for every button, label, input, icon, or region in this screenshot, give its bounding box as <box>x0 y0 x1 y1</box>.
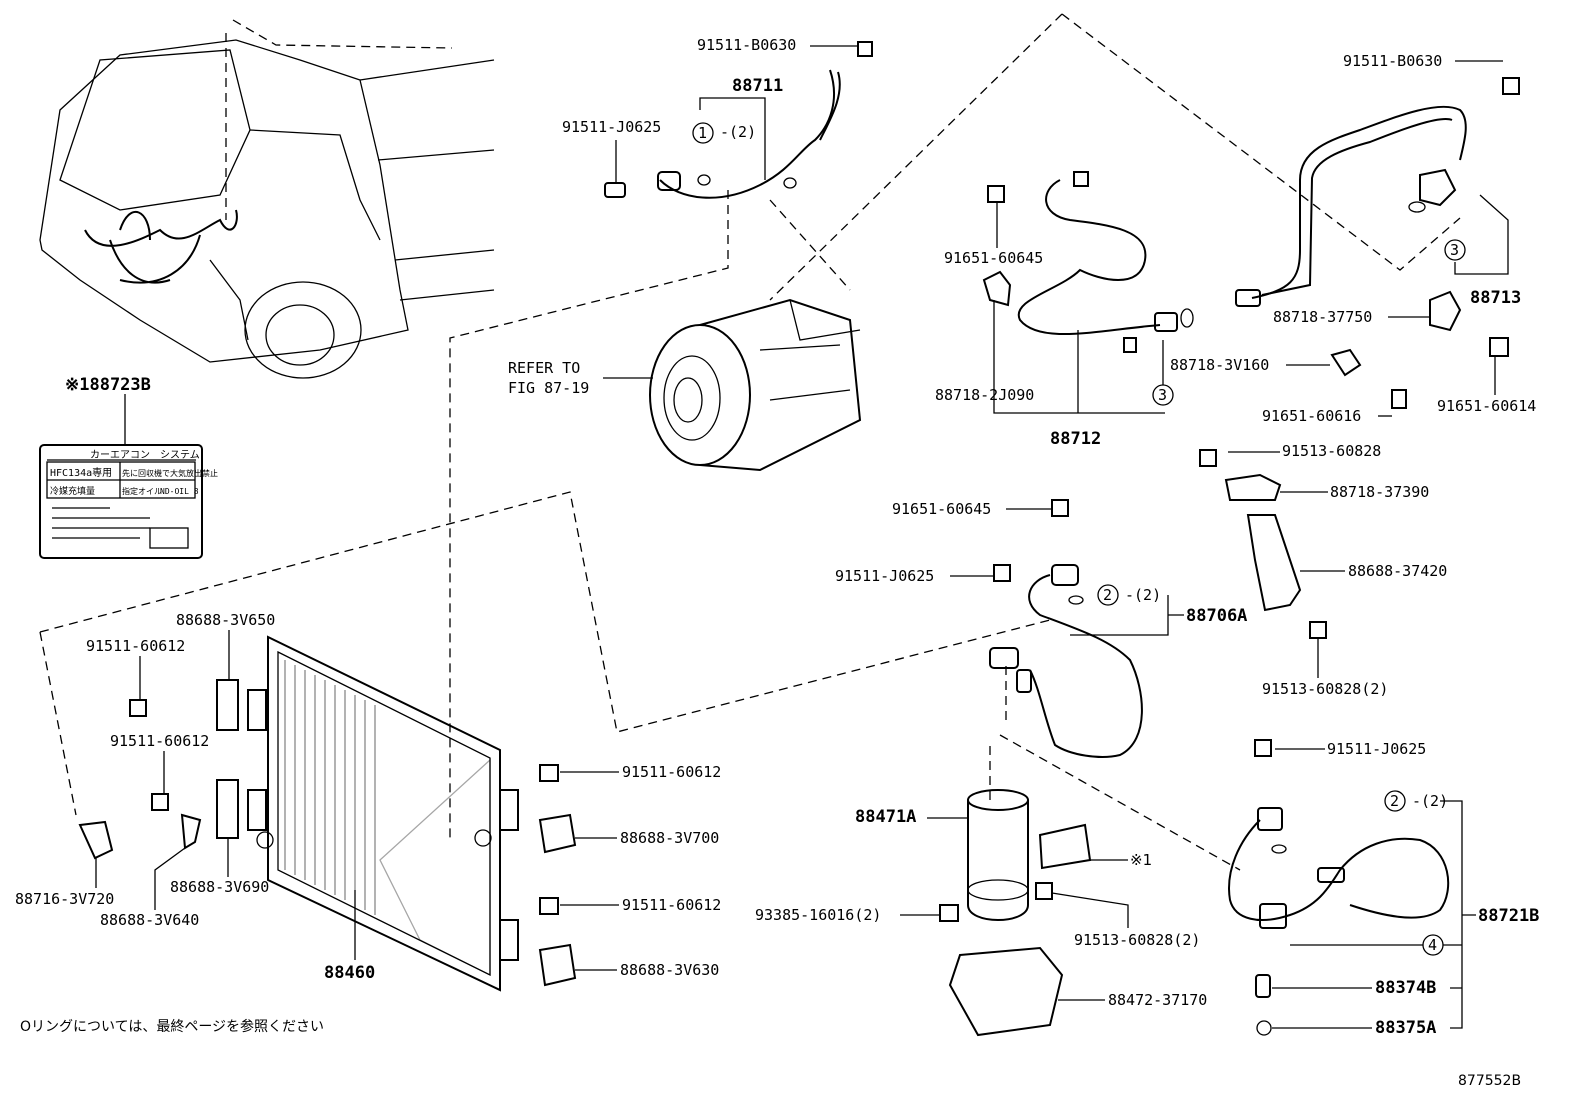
label-88723b: ※188723B <box>65 375 151 395</box>
label-refer-to: REFER TO <box>508 359 580 377</box>
label-91651-60645-b: 91651-60645 <box>892 500 991 518</box>
label-91511-b0630-a: 91511-B0630 <box>697 36 796 54</box>
hose-88711: 91511-B0630 88711 91511-J0625 1 -(2) <box>562 36 873 199</box>
label-91511-60612-b: 91511-60612 <box>110 732 209 750</box>
label-91511-j0625-c: 91511-J0625 <box>1327 740 1426 758</box>
label-91513-60828-2b: 91513-60828(2) <box>1074 931 1200 949</box>
sticker-r1: HFC134a専用 <box>50 467 112 479</box>
sticker-title: カーエアコン システム <box>90 449 200 461</box>
label-91511-j0625-a: 91511-J0625 <box>562 118 661 136</box>
hose-88712: 91651-60645 88718-2J090 88712 3 <box>935 171 1194 449</box>
label-91513-60828-2a: 91513-60828(2) <box>1262 680 1388 698</box>
label-88718-3v160: 88718-3V160 <box>1170 356 1269 374</box>
label-91511-b0630-b: 91511-B0630 <box>1343 52 1442 70</box>
label-88713: 88713 <box>1470 288 1521 308</box>
callout-3-b: 3 <box>1450 241 1459 259</box>
label-88471a: 88471A <box>855 807 916 827</box>
figure-number: 877552B <box>1458 1073 1521 1089</box>
callout-1: 1 <box>698 124 707 142</box>
label-88688-37420: 88688-37420 <box>1348 562 1447 580</box>
truck-illustration <box>39 39 495 379</box>
label-91651-60645-a: 91651-60645 <box>944 249 1043 267</box>
callout-2-b: 2 <box>1390 792 1399 810</box>
hose-88706a: 91651-60645 91511-J0625 2 -(2) 88706A <box>835 499 1247 758</box>
label-91511-j0625-b: 91511-J0625 <box>835 567 934 585</box>
label-88721b: 88721B <box>1478 906 1539 926</box>
ac-sticker: ※188723B カーエアコン システム HFC134a専用 冷媒充填量 先に回… <box>39 375 218 559</box>
label-93385-16016: 93385-16016(2) <box>755 906 881 924</box>
receiver-drier: 88471A ※1 93385-16016(2) 91513-60828(2) … <box>755 789 1207 1037</box>
label-91651-60616: 91651-60616 <box>1262 407 1361 425</box>
label-91513-60828-a: 91513-60828 <box>1282 442 1381 460</box>
label-fig: FIG 87-19 <box>508 379 589 397</box>
qty-1: -(2) <box>720 123 756 141</box>
label-88716-3v720: 88716-3V720 <box>15 890 114 908</box>
footnote-oring: Oリングについては、最終ページを参照ください <box>20 1018 324 1035</box>
sticker-r4: ND-OIL 8 <box>160 487 199 496</box>
label-88688-3v630: 88688-3V630 <box>620 961 719 979</box>
label-91651-60614: 91651-60614 <box>1437 397 1536 415</box>
callout-3-a: 3 <box>1158 386 1167 404</box>
label-88472-37170: 88472-37170 <box>1108 991 1207 1009</box>
condenser-brackets-left: 88688-3V650 91511-60612 91511-60612 8868… <box>15 611 275 929</box>
compressor: REFER TO FIG 87-19 <box>508 298 862 472</box>
label-88718-2j090: 88718-2J090 <box>935 386 1034 404</box>
hose-88721b: 91511-J0625 2 -(2) 4 88721B 88374B 88375… <box>1228 739 1539 1038</box>
label-88688-3v700: 88688-3V700 <box>620 829 719 847</box>
label-88718-37390: 88718-37390 <box>1330 483 1429 501</box>
label-88706a: 88706A <box>1186 606 1247 626</box>
callout-2-a: 2 <box>1103 586 1112 604</box>
label-88688-3v640: 88688-3V640 <box>100 911 199 929</box>
label-88711: 88711 <box>732 76 783 96</box>
label-88460: 88460 <box>324 963 375 983</box>
qty-2b: -(2) <box>1412 792 1448 810</box>
condenser-brackets-right: 91511-60612 88688-3V700 91511-60612 8868… <box>538 763 721 987</box>
label-91511-60612-d: 91511-60612 <box>622 896 721 914</box>
qty-2a: -(2) <box>1125 586 1161 604</box>
condenser: 88460 <box>247 635 519 992</box>
label-88712: 88712 <box>1050 429 1101 449</box>
dashed-boundaries <box>39 13 1461 871</box>
label-88688-3v650: 88688-3V650 <box>176 611 275 629</box>
sticker-r3: 指定オイル <box>122 486 162 496</box>
label-88374b: 88374B <box>1375 978 1436 998</box>
callout-4: 4 <box>1428 936 1437 954</box>
hose-88713: 91511-B0630 88713 3 88718-37750 91651-60… <box>1170 52 1536 425</box>
sticker-r5: 先に回収機で大気放出禁止 <box>122 468 218 478</box>
sticker-r2: 冷媒充填量 <box>50 485 95 497</box>
label-88718-37750: 88718-37750 <box>1273 308 1372 326</box>
brackets-right: 91513-60828 88718-37390 88688-37420 9151… <box>1199 442 1447 698</box>
label-88375a: 88375A <box>1375 1018 1436 1038</box>
label-88688-3v690: 88688-3V690 <box>170 878 269 896</box>
label-91511-60612-a: 91511-60612 <box>86 637 185 655</box>
label-ref1: ※1 <box>1130 851 1152 869</box>
label-91511-60612-c: 91511-60612 <box>622 763 721 781</box>
